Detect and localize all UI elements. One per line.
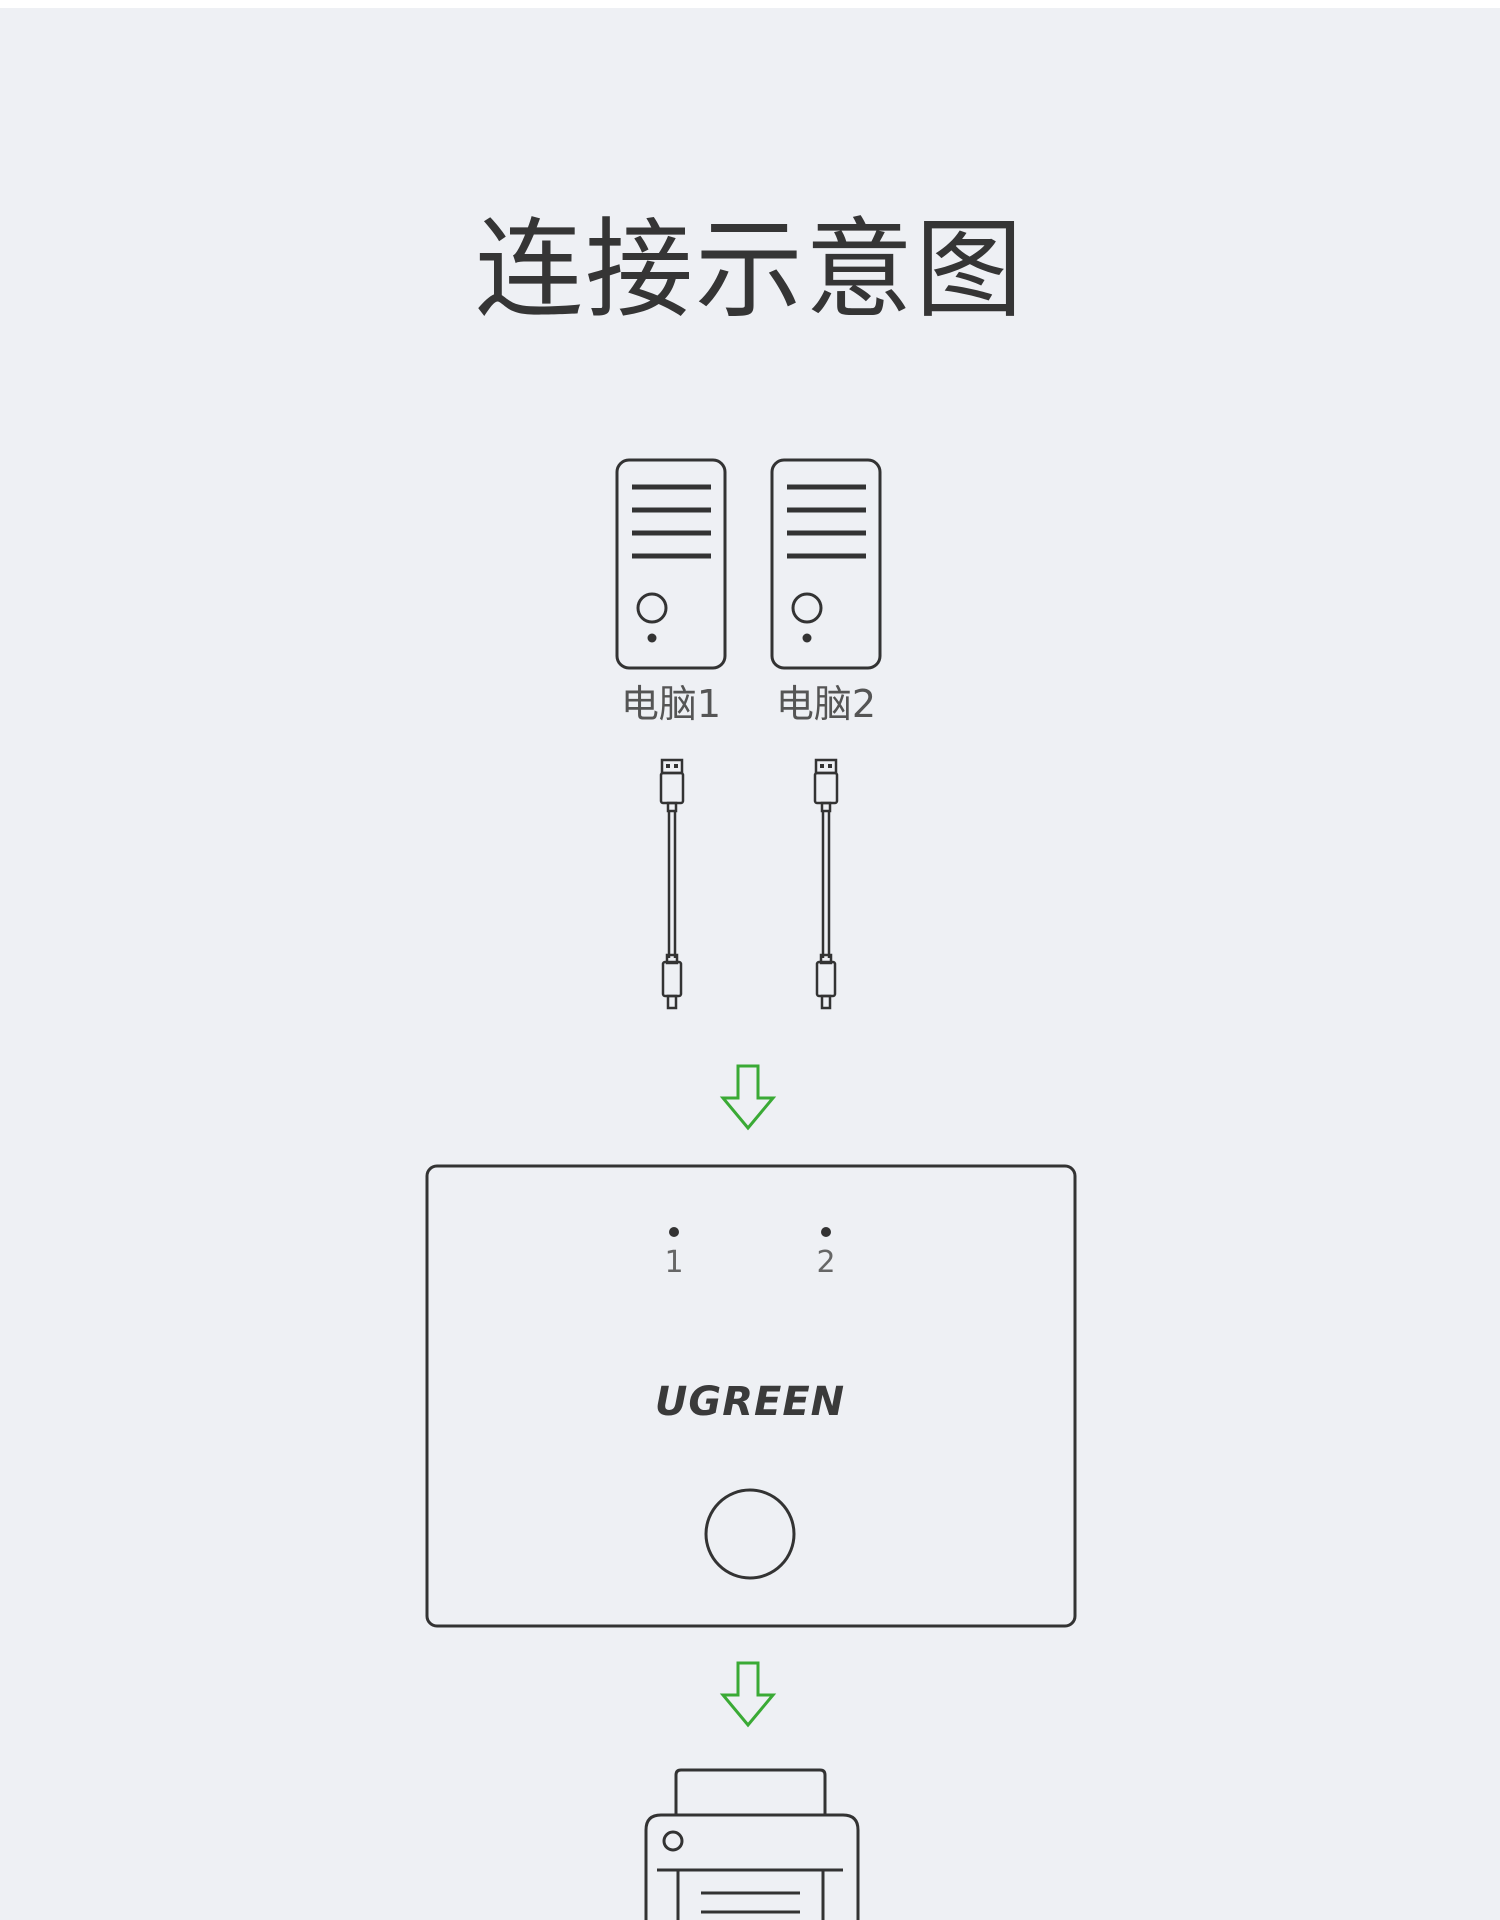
usb-cable-icon [659,758,685,1010]
computer-1: 电脑1 [615,458,727,726]
usb-cable-icon [813,758,839,1010]
printer-icon [644,1768,860,1920]
arrow-down-icon [719,1064,777,1131]
desktop-tower-icon [770,458,882,670]
usb-switch-box: 1 2 UGREEN [425,1164,1077,1628]
computer-label: 电脑2 [776,682,876,726]
page-title: 连接示意图 [474,208,1025,333]
led-label: 1 [664,1245,683,1280]
computer-2: 电脑2 [770,458,882,726]
desktop-tower-icon [615,458,727,670]
led-indicator-2 [821,1227,831,1237]
led-indicator-1 [669,1227,679,1237]
switch-button[interactable] [704,1488,796,1580]
arrow-down-icon [719,1661,777,1728]
led-label: 2 [816,1245,835,1280]
top-strip [0,0,1500,8]
brand-logo: UGREEN [655,1379,845,1425]
computer-label: 电脑1 [621,682,721,726]
